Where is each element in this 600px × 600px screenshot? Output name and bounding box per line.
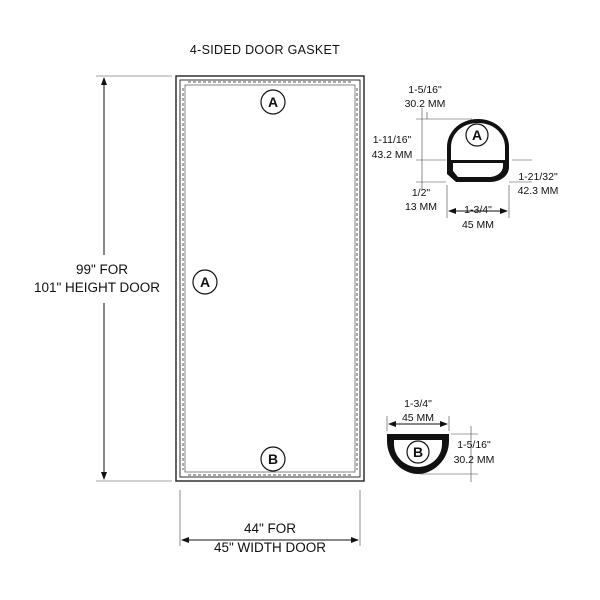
width-dimension xyxy=(179,490,361,546)
profile-a-bottom-in: 1-3/4" xyxy=(464,204,492,216)
width-label-line2: 45" WIDTH DOOR xyxy=(214,540,326,555)
width-label-line1: 44" FOR xyxy=(244,521,296,536)
profile-a-left-mm: 43.2 MM xyxy=(372,149,413,161)
svg-text:A: A xyxy=(268,94,278,110)
height-dimension xyxy=(96,75,172,482)
profile-b-top-mm: 45 MM xyxy=(402,412,434,424)
svg-text:B: B xyxy=(268,451,278,467)
height-label-line2: 101" HEIGHT DOOR xyxy=(34,280,160,295)
door-badge-top: A xyxy=(260,89,286,115)
profile-a-top-mm: 30.2 MM xyxy=(405,98,446,110)
profile-b-dimensions xyxy=(386,416,478,482)
profile-b-badge: B xyxy=(413,444,423,460)
profile-a-right-mm: 42.3 MM xyxy=(518,185,559,197)
profile-b-shape: B xyxy=(387,434,449,474)
profile-a-dimensions xyxy=(416,108,532,218)
height-label-line1: 99" FOR xyxy=(76,262,128,277)
door-badge-side: A xyxy=(192,269,218,295)
profile-a-top-in: 1-5/16" xyxy=(408,84,442,96)
profile-a-small-in: 1/2" xyxy=(412,187,431,199)
profile-b-top-in: 1-3/4" xyxy=(404,398,432,410)
profile-a-small-mm: 13 MM xyxy=(405,201,437,213)
door-outline xyxy=(175,75,365,482)
door-badge-bottom: B xyxy=(260,446,286,472)
profile-b-right-mm: 30.2 MM xyxy=(454,454,495,466)
profile-b-right-in: 1-5/16" xyxy=(457,439,491,451)
profile-a-shape: A xyxy=(447,119,509,182)
profile-a-bottom-mm: 45 MM xyxy=(462,219,494,231)
svg-text:A: A xyxy=(200,274,210,290)
profile-a-right-in: 1-21/32" xyxy=(518,171,558,183)
profile-a-badge: A xyxy=(472,127,482,143)
diagram-title: 4-SIDED DOOR GASKET xyxy=(190,43,340,57)
profile-a-left-in: 1-11/16" xyxy=(373,134,412,146)
